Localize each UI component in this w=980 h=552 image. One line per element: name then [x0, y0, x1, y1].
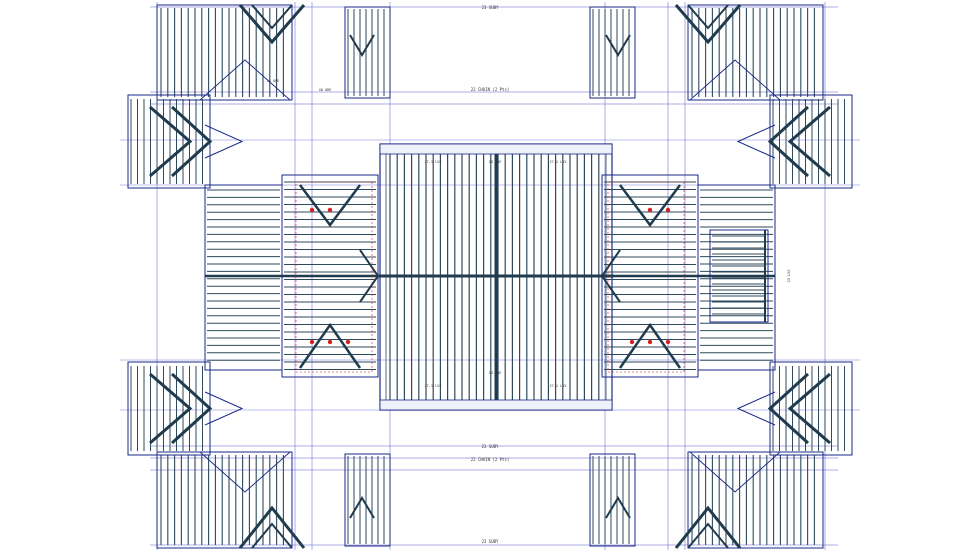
bay-outline: [127, 361, 211, 456]
bay-hip: [170, 372, 213, 445]
framing-plan: [127, 4, 853, 549]
pavilion-hip: [251, 4, 293, 30]
corner-pavilion-outline: [687, 451, 824, 549]
dim-center-top-b: 28 ORE: [489, 160, 502, 164]
post-marker: [309, 339, 315, 345]
pavilion-hip: [674, 505, 742, 549]
pavilion-annex-outline: [589, 6, 636, 99]
post-marker: [327, 207, 333, 213]
hip-valley: [619, 184, 681, 228]
bay-hip: [149, 105, 193, 178]
dim-top-overall: 23 SUBY: [482, 5, 499, 10]
bay-overhang: [736, 391, 776, 426]
diagonal-brace: [199, 451, 291, 493]
annex-hip: [605, 496, 631, 519]
hip-valley: [618, 322, 682, 369]
diagonal-brace: [689, 451, 781, 493]
dim-left-wing-a: 28 ORE: [267, 79, 280, 83]
dim-bottom-chain: 22 CHAIN (2 Pts): [471, 457, 510, 462]
dim-center-bottom-a: 27.1 LVX: [425, 384, 443, 388]
support-beam-outline: [295, 181, 373, 373]
dim-bottom-edge: 23 SUBY: [482, 539, 499, 544]
bay-hip: [787, 372, 831, 445]
bay-hip: [767, 372, 810, 445]
bay-hip: [787, 105, 831, 178]
hip-valley: [359, 249, 380, 303]
dim-center-bottom-c: 27.1 LVX: [550, 384, 568, 388]
dim-left-wing-b: 48 ORE: [319, 88, 332, 92]
dim-top-chain: 22 CHAIN (2 Pts): [471, 87, 510, 92]
outer-wing-outline: [204, 184, 283, 371]
post-marker: [647, 207, 653, 213]
corner-pavilion-outline: [156, 451, 293, 549]
bay-overhang: [204, 124, 244, 159]
outer-wing-outline: [697, 184, 776, 371]
bay-hip: [170, 105, 213, 178]
pavilion-annex-outline: [344, 453, 391, 547]
annex-hip: [349, 34, 375, 57]
support-beam-outline: [607, 181, 685, 373]
pavilion-annex-outline: [344, 6, 391, 99]
corner-pavilion-outline: [687, 4, 824, 101]
hip-valley: [600, 249, 621, 303]
pavilion-hip: [251, 522, 293, 549]
pavilion-hip: [674, 4, 742, 45]
porch-outline: [709, 229, 769, 323]
bay-overhang: [204, 391, 244, 426]
post-marker: [665, 339, 671, 345]
post-marker: [345, 339, 351, 345]
annex-hip: [605, 34, 631, 57]
dimension-labels: 23 SUBY 22 CHAIN (2 Pts) 23 SUBY 22 CHAI…: [267, 5, 791, 544]
bay-outline: [127, 94, 211, 189]
corner-pavilion-outline: [156, 4, 293, 101]
diagonal-brace: [689, 59, 781, 101]
bay-outline: [769, 94, 853, 189]
main-roof-fascia-top: [379, 143, 613, 155]
annex-hip: [349, 496, 375, 519]
dim-center-top-a: 27.1 LVX: [425, 160, 443, 164]
dim-right-vertical: 23 LVX: [787, 269, 791, 283]
dim-center-bottom-b: 28 ORE: [489, 371, 502, 375]
bay-hip: [767, 105, 810, 178]
post-marker: [629, 339, 635, 345]
pavilion-hip: [238, 505, 306, 549]
main-roof-fascia-bottom: [379, 399, 613, 411]
diagonal-brace: [199, 59, 291, 101]
dim-center-top-c: 27.1 LVX: [550, 160, 568, 164]
post-marker: [309, 207, 315, 213]
bay-outline: [769, 361, 853, 456]
post-marker: [647, 339, 653, 345]
dim-bottom-overall: 23 SUBY: [482, 444, 499, 449]
hip-valley: [299, 184, 361, 228]
bay-hip: [149, 372, 193, 445]
bay-overhang: [736, 124, 776, 159]
post-marker: [665, 207, 671, 213]
post-marker: [327, 339, 333, 345]
pavilion-hip: [687, 4, 729, 30]
pavilion-hip: [687, 522, 729, 549]
pavilion-annex-outline: [589, 453, 636, 547]
hip-valley: [298, 322, 362, 369]
pavilion-hip: [238, 4, 306, 45]
